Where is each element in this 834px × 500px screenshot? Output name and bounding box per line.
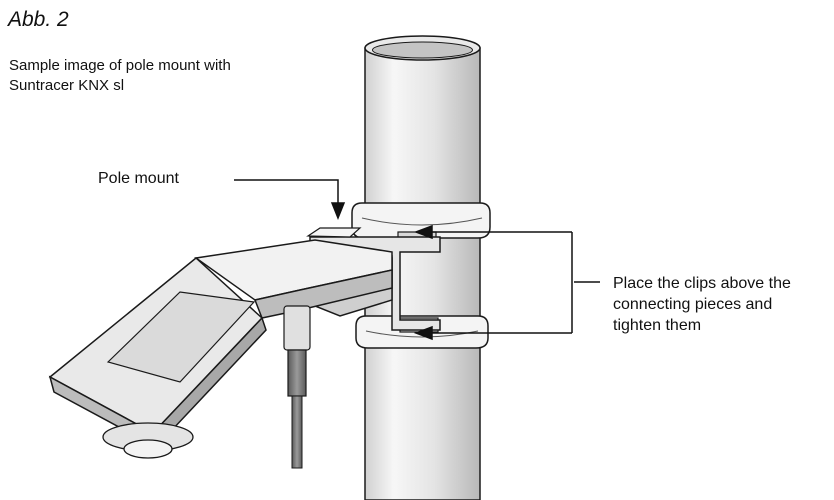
clips-arrows — [413, 224, 600, 341]
figure-caption: Sample image of pole mount with Suntrace… — [9, 57, 231, 94]
sensor-panel — [48, 257, 267, 449]
pole-mount-arrow — [234, 179, 346, 221]
figure-title: Abb. 2 — [8, 8, 69, 31]
clips-instruction-label: Place the clips above the connecting pie… — [613, 275, 791, 334]
pole — [364, 35, 481, 500]
pole-mount-label: Pole mount — [98, 170, 179, 187]
cable — [283, 305, 311, 469]
panel-foot — [102, 422, 194, 459]
